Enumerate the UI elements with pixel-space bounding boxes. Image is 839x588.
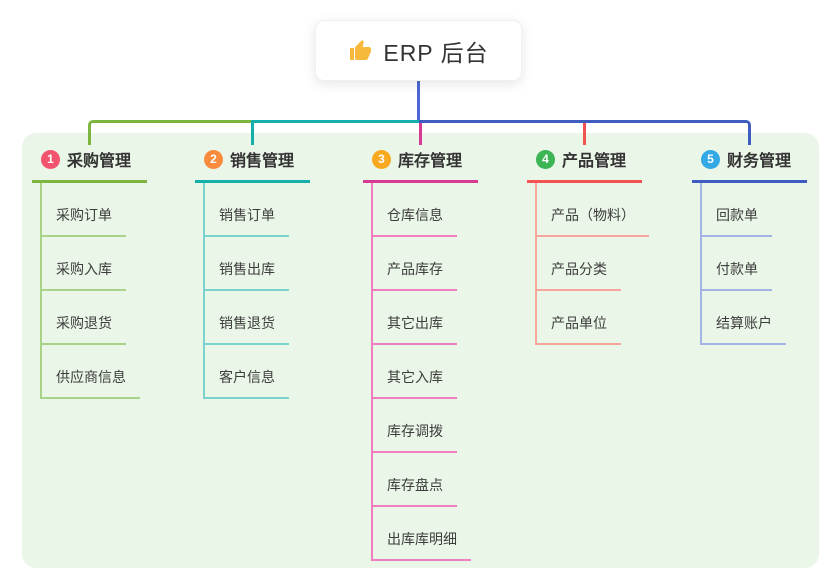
child-item[interactable]: 库存盘点 [371,453,513,507]
branch-label: 财务管理 [727,153,792,170]
child-item-label: 采购入库 [40,259,126,291]
branch-connector-line [583,123,586,145]
branch-connector-line [88,120,251,145]
branch-label: 库存管理 [398,153,463,170]
child-item[interactable]: 产品单位 [535,291,677,345]
child-item-label: 付款单 [700,259,772,291]
child-item[interactable]: 出库库明细 [371,507,513,561]
branch-column: 2 销售管理 销售订单销售出库销售退货客户信息 [195,147,345,399]
branch-connector-line [419,120,751,145]
child-item-label: 销售退货 [203,313,289,345]
child-item[interactable]: 仓库信息 [371,183,513,237]
child-item[interactable]: 采购入库 [40,237,182,291]
branch-header[interactable]: 1 采购管理 [32,147,147,183]
child-item[interactable]: 其它入库 [371,345,513,399]
branch-number-badge: 2 [204,149,223,169]
child-item[interactable]: 库存调拨 [371,399,513,453]
child-item[interactable]: 产品分类 [535,237,677,291]
child-item-label: 产品库存 [371,259,457,291]
branch-column: 5 财务管理 回款单付款单结算账户 [692,147,839,345]
child-item[interactable]: 销售退货 [203,291,345,345]
child-item[interactable]: 付款单 [700,237,839,291]
child-item-label: 供应商信息 [40,367,140,399]
root-node-label: ERP 后台 [383,39,489,66]
branch-number-badge: 4 [536,149,555,169]
child-item-label: 产品单位 [535,313,621,345]
branch-label: 产品管理 [562,153,627,170]
child-item-label: 仓库信息 [371,205,457,237]
child-item-label: 采购订单 [40,205,126,237]
child-item[interactable]: 产品（物料） [535,183,677,237]
branch-connector-line [417,81,420,120]
child-item-label: 产品（物料） [535,205,649,237]
branch-number-badge: 5 [701,149,720,169]
branch-column: 3 库存管理 仓库信息产品库存其它出库其它入库库存调拨库存盘点出库库明细 [363,147,513,561]
child-item[interactable]: 产品库存 [371,237,513,291]
child-item-label: 销售出库 [203,259,289,291]
branch-number-badge: 3 [372,149,391,169]
branches-panel [22,133,819,568]
child-item-label: 库存调拨 [371,421,457,453]
root-node-erp[interactable]: ERP 后台 [315,20,522,81]
child-item[interactable]: 采购退货 [40,291,182,345]
child-item[interactable]: 销售订单 [203,183,345,237]
branch-label: 销售管理 [230,153,295,170]
child-item[interactable]: 供应商信息 [40,345,182,399]
child-item[interactable]: 结算账户 [700,291,839,345]
child-item-label: 库存盘点 [371,475,457,507]
branch-connector-line [251,120,419,145]
branch-header[interactable]: 5 财务管理 [692,147,807,183]
child-item-label: 其它出库 [371,313,457,345]
child-item[interactable]: 客户信息 [203,345,345,399]
child-item-label: 其它入库 [371,367,457,399]
child-item[interactable]: 回款单 [700,183,839,237]
branch-header[interactable]: 4 产品管理 [527,147,642,183]
thumbs-up-icon [350,39,372,60]
branch-connector-line [419,123,422,145]
branch-children: 采购订单采购入库采购退货供应商信息 [40,183,182,399]
branch-children: 仓库信息产品库存其它出库其它入库库存调拨库存盘点出库库明细 [371,183,513,561]
branch-header[interactable]: 3 库存管理 [363,147,478,183]
branch-number-badge: 1 [41,149,60,169]
child-item-label: 销售订单 [203,205,289,237]
child-item-label: 出库库明细 [371,529,471,561]
branch-children: 产品（物料） 产品分类产品单位 [535,183,677,345]
child-item-label: 客户信息 [203,367,289,399]
child-item-label: 产品分类 [535,259,621,291]
child-item-label: 采购退货 [40,313,126,345]
branch-children: 回款单付款单结算账户 [700,183,839,345]
branch-children: 销售订单销售出库销售退货客户信息 [203,183,345,399]
child-item-label: 结算账户 [700,313,786,345]
child-item[interactable]: 采购订单 [40,183,182,237]
branch-label: 采购管理 [67,153,132,170]
branch-column: 1 采购管理 采购订单采购入库采购退货供应商信息 [32,147,182,399]
branch-header[interactable]: 2 销售管理 [195,147,310,183]
child-item[interactable]: 销售出库 [203,237,345,291]
branch-column: 4 产品管理 产品（物料） 产品分类产品单位 [527,147,677,345]
child-item[interactable]: 其它出库 [371,291,513,345]
child-item-label: 回款单 [700,205,772,237]
